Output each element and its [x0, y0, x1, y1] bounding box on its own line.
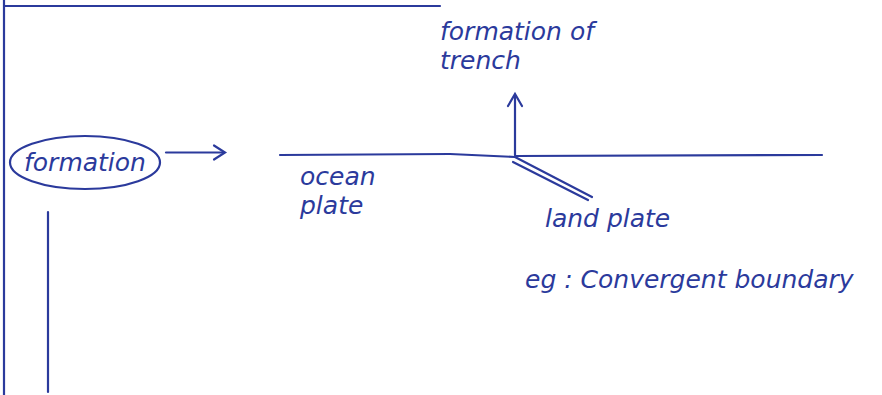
- land-plate-line: [515, 155, 822, 156]
- margin-line: [3, 0, 5, 395]
- handwritten-label: formation of trench: [440, 18, 640, 76]
- arrow-head: [508, 94, 522, 106]
- circled-topic: formation: [8, 134, 162, 191]
- ocean-plate-line: [280, 154, 450, 155]
- arrow-head: [214, 146, 225, 160]
- pointer-arrow: [166, 151, 224, 153]
- branch-line: [47, 212, 49, 392]
- subducting-slab-line: [513, 162, 588, 200]
- header-line: [4, 5, 440, 7]
- handwritten-label: eg : Convergent boundary: [525, 266, 865, 295]
- handwritten-label: land plate: [545, 205, 745, 234]
- topic-text: formation: [24, 148, 146, 177]
- subducting-slab-line: [515, 157, 592, 197]
- trench-arrow: [514, 96, 516, 155]
- plate-bend-line: [450, 154, 515, 157]
- handwritten-label: ocean plate: [300, 163, 380, 221]
